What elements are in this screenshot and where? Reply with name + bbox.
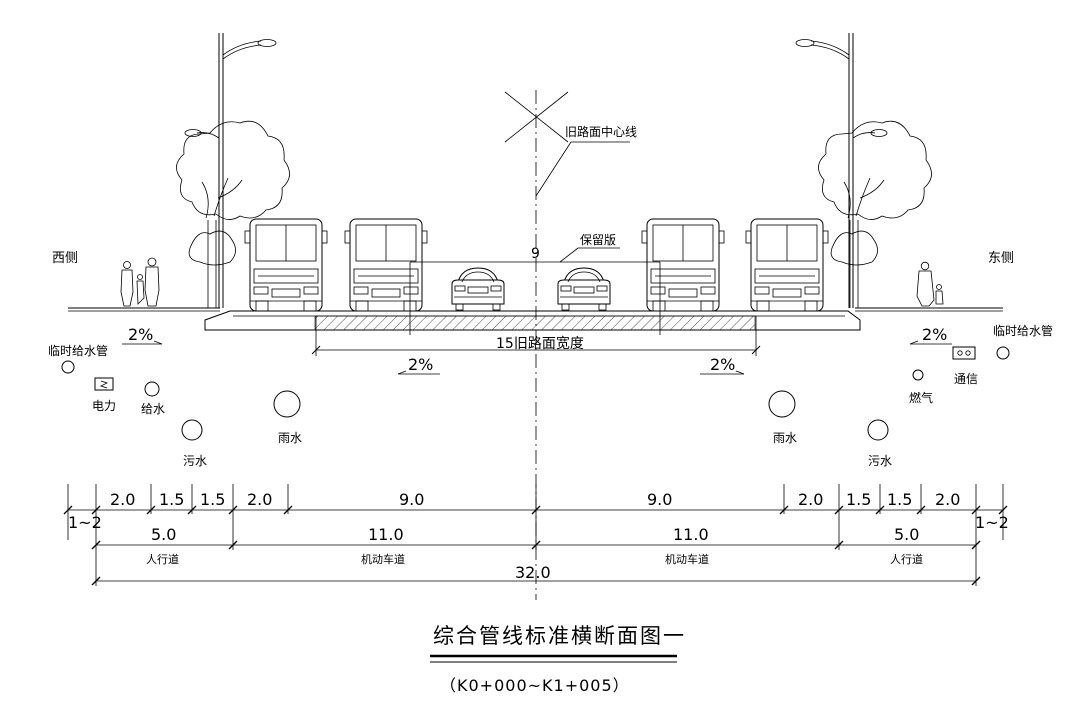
- dim-e-road-1: 2.0: [798, 490, 823, 509]
- temp-water-west-pipe: [61, 360, 75, 374]
- lane-carriageway-west: 机动车道: [361, 552, 405, 566]
- water-supply-pipe: [144, 381, 160, 397]
- gas-label: 燃气: [909, 390, 933, 405]
- bus-1: [244, 218, 328, 312]
- dimension-row-1: 2.0 1.5 1.5 2.0 9.0 9.0 2.0 1.5 1.5 2.0: [110, 490, 960, 509]
- gas-pipe: [912, 369, 924, 381]
- temp-water-east-label: 临时给水管: [993, 323, 1053, 338]
- retain-leader: [409, 247, 661, 335]
- telecom-label: 通信: [954, 372, 978, 386]
- dim-w-sidewalk-1: 2.0: [110, 490, 135, 509]
- lane-labels: 人行道 机动车道 机动车道 人行道: [146, 552, 923, 566]
- telecom-duct: [952, 346, 976, 360]
- dim-sidewalk-east: 5.0: [894, 525, 919, 544]
- center-mark: 9: [531, 246, 540, 262]
- dim-total: 32.0: [515, 563, 551, 582]
- svg-text:2%: 2%: [408, 355, 433, 374]
- pedestrians-west: [120, 257, 160, 307]
- water-supply-label: 给水: [141, 402, 165, 416]
- temp-water-west-label: 临时给水管: [48, 343, 108, 358]
- lane-sidewalk-west: 人行道: [146, 552, 179, 566]
- retain-label: 保留版: [580, 233, 616, 247]
- temp-water-east-pipe: [996, 346, 1010, 360]
- dim-w-sidewalk-3: 1.5: [200, 490, 225, 509]
- svg-text:2%: 2%: [922, 325, 947, 344]
- bus-4: [745, 218, 829, 312]
- side-west-label: 西侧: [52, 251, 78, 266]
- lane-sidewalk-east: 人行道: [890, 552, 923, 566]
- power-duct: [94, 377, 114, 391]
- car-2: [557, 267, 611, 311]
- drawing-title: 综合管线标准横断面图一: [433, 624, 686, 648]
- roadway-slab: [204, 310, 861, 331]
- ground-line-east: [855, 307, 1003, 312]
- dim-e-sidewalk-1: 2.0: [935, 490, 960, 509]
- dimension-row-2: 1~2 5.0 11.0 11.0 5.0 1~2: [68, 513, 1009, 544]
- sewage-east-pipe: [867, 419, 889, 441]
- dim-w-sidewalk-2: 1.5: [159, 490, 184, 509]
- side-east-label: 东侧: [988, 251, 1014, 266]
- ground-line-west: [68, 307, 220, 312]
- bus-3: [641, 218, 725, 312]
- slope-east-sidewalk: 2%: [909, 325, 952, 345]
- dim-e-sidewalk-2: 1.5: [887, 490, 912, 509]
- power-label: 电力: [92, 399, 116, 413]
- dimension-lines: [63, 484, 1008, 586]
- centerline: [504, 90, 630, 600]
- old-pavement-width-label: 15旧路面宽度: [496, 335, 584, 352]
- rain-west-label: 雨水: [278, 431, 302, 445]
- bus-2: [344, 218, 428, 312]
- dim-carriageway-east: 11.0: [673, 525, 709, 544]
- dim-e-road-2: 9.0: [647, 490, 672, 509]
- drawing-subtitle: （K0+000~K1+005）: [440, 676, 630, 695]
- slope-east-road: 2%: [700, 355, 745, 375]
- dim-w-road-2: 9.0: [399, 490, 424, 509]
- sewage-west-label: 污水: [183, 454, 207, 468]
- dim-sidewalk-west: 5.0: [151, 525, 176, 544]
- tree-east: [818, 120, 932, 309]
- old-centerline-label: 旧路面中心线: [565, 124, 637, 139]
- pedestrians-east: [916, 261, 944, 307]
- dim-edge-right: 1~2: [975, 513, 1009, 532]
- old-pavement-dimension: [311, 316, 761, 356]
- svg-text:2%: 2%: [128, 325, 153, 344]
- lane-carriageway-east: 机动车道: [665, 552, 709, 566]
- car-1: [451, 267, 505, 311]
- dim-e-sidewalk-3: 1.5: [846, 490, 871, 509]
- slope-west-sidewalk: 2%: [122, 325, 163, 345]
- rain-west-pipe: [273, 390, 301, 418]
- dim-carriageway-west: 11.0: [368, 525, 404, 544]
- dim-edge-left: 1~2: [68, 513, 102, 532]
- sewage-west-pipe: [181, 419, 203, 441]
- rain-east-pipe: [768, 390, 796, 418]
- rain-east-label: 雨水: [773, 431, 797, 445]
- sewage-east-label: 污水: [868, 454, 892, 468]
- dim-w-road-1: 2.0: [247, 490, 272, 509]
- svg-text:2%: 2%: [710, 355, 735, 374]
- slope-west-road: 2%: [397, 355, 440, 375]
